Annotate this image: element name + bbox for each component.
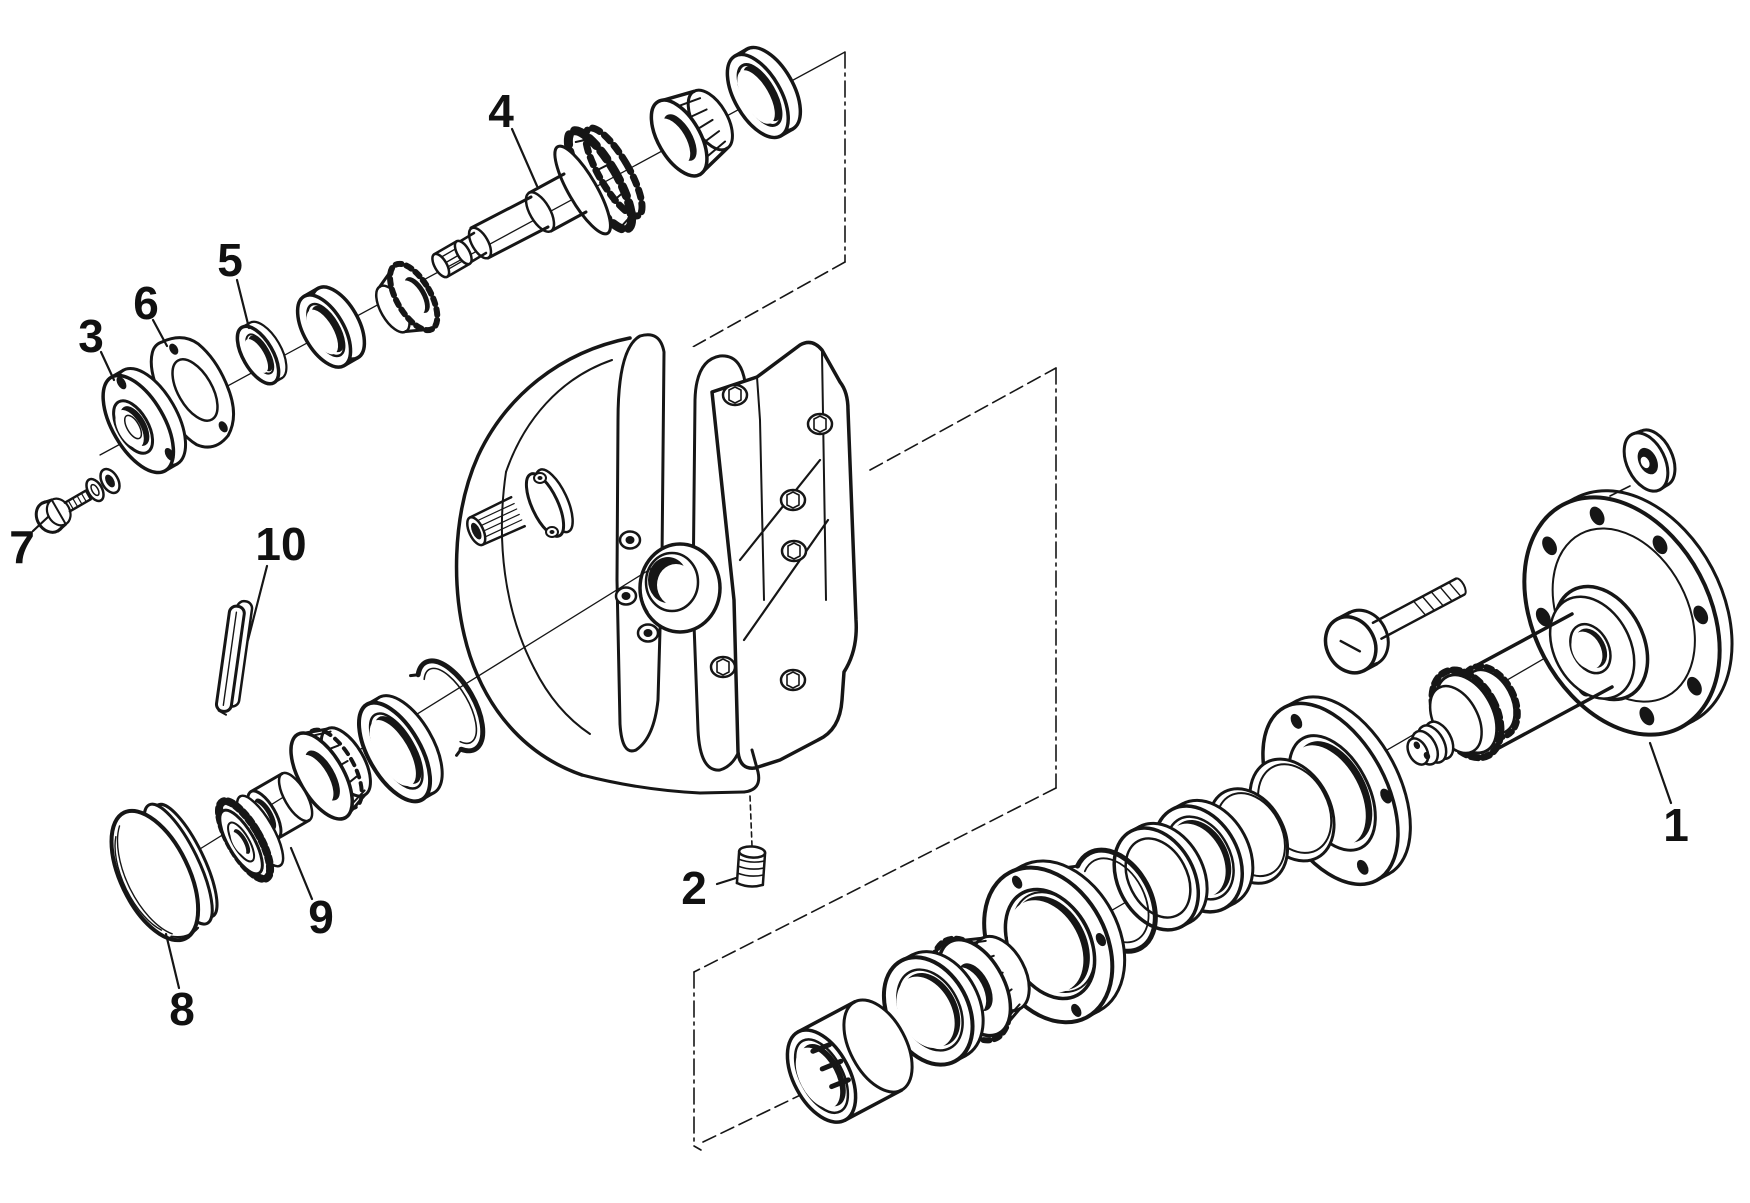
tapered-roller-bearing bbox=[289, 726, 372, 821]
housing-center-boss bbox=[638, 542, 722, 634]
callout-7-label: 7 bbox=[9, 521, 35, 573]
snap-ring bbox=[409, 658, 486, 757]
axle-threaded-tip bbox=[1406, 720, 1455, 766]
leader-8 bbox=[164, 932, 181, 990]
housing-socket-screws bbox=[614, 530, 660, 643]
leader-3 bbox=[99, 350, 116, 382]
leader-7 bbox=[31, 515, 50, 533]
part-10-key bbox=[214, 599, 254, 716]
callout-9-label: 9 bbox=[308, 891, 334, 943]
plug-leader-dashed bbox=[749, 795, 753, 847]
leader-9 bbox=[289, 846, 314, 901]
housing-output-stub bbox=[466, 468, 574, 547]
leader-5 bbox=[235, 278, 251, 330]
leader-4 bbox=[510, 127, 539, 188]
part-1-hub-flange bbox=[1323, 428, 1734, 766]
part-5-seal-ring bbox=[235, 320, 288, 386]
part-2-drain-plug bbox=[735, 845, 767, 888]
part-4-pinion-shaft bbox=[431, 124, 646, 279]
pinion-bearing-cup-outer bbox=[725, 45, 803, 140]
hub-dust-cap bbox=[1609, 428, 1677, 497]
callout-5-label: 5 bbox=[217, 234, 243, 286]
axle-bushing bbox=[785, 998, 914, 1124]
pinion-bevel-gear bbox=[374, 260, 441, 334]
part-8-end-cap bbox=[109, 802, 219, 943]
pinion-bearing-cone bbox=[649, 88, 734, 178]
part-3-bearing-flange bbox=[101, 366, 188, 475]
callout-4-label: 4 bbox=[488, 85, 514, 137]
bearing-cup-ring bbox=[356, 694, 444, 804]
callout-3-label: 3 bbox=[78, 310, 104, 362]
leader-10 bbox=[246, 564, 269, 642]
callout-6-label: 6 bbox=[133, 277, 159, 329]
housing-hex-bolts bbox=[709, 383, 834, 692]
leader-2 bbox=[715, 876, 738, 886]
bolt-washers bbox=[85, 467, 121, 503]
callout-1-label: 1 bbox=[1663, 799, 1689, 851]
part-9-locknut-tab-washer bbox=[214, 794, 285, 883]
axle-seal-ring bbox=[881, 950, 985, 1067]
callout-10-label: 10 bbox=[255, 518, 306, 570]
callouts: 1 2 3 4 5 6 7 8 9 10 bbox=[9, 85, 1689, 1035]
leader-6 bbox=[151, 318, 169, 348]
pinion-bearing-cup-inner bbox=[295, 285, 367, 369]
part-6-gasket-plate bbox=[149, 336, 236, 449]
gearbox-housing bbox=[454, 332, 858, 847]
spacer-ring-1 bbox=[1112, 821, 1209, 932]
hub-bolt bbox=[1323, 577, 1467, 675]
part-7-bolt bbox=[34, 489, 92, 534]
callout-2-label: 2 bbox=[681, 862, 707, 914]
axle-splined-end bbox=[1428, 663, 1521, 762]
leader-1 bbox=[1648, 741, 1673, 805]
callout-8-label: 8 bbox=[169, 983, 195, 1035]
